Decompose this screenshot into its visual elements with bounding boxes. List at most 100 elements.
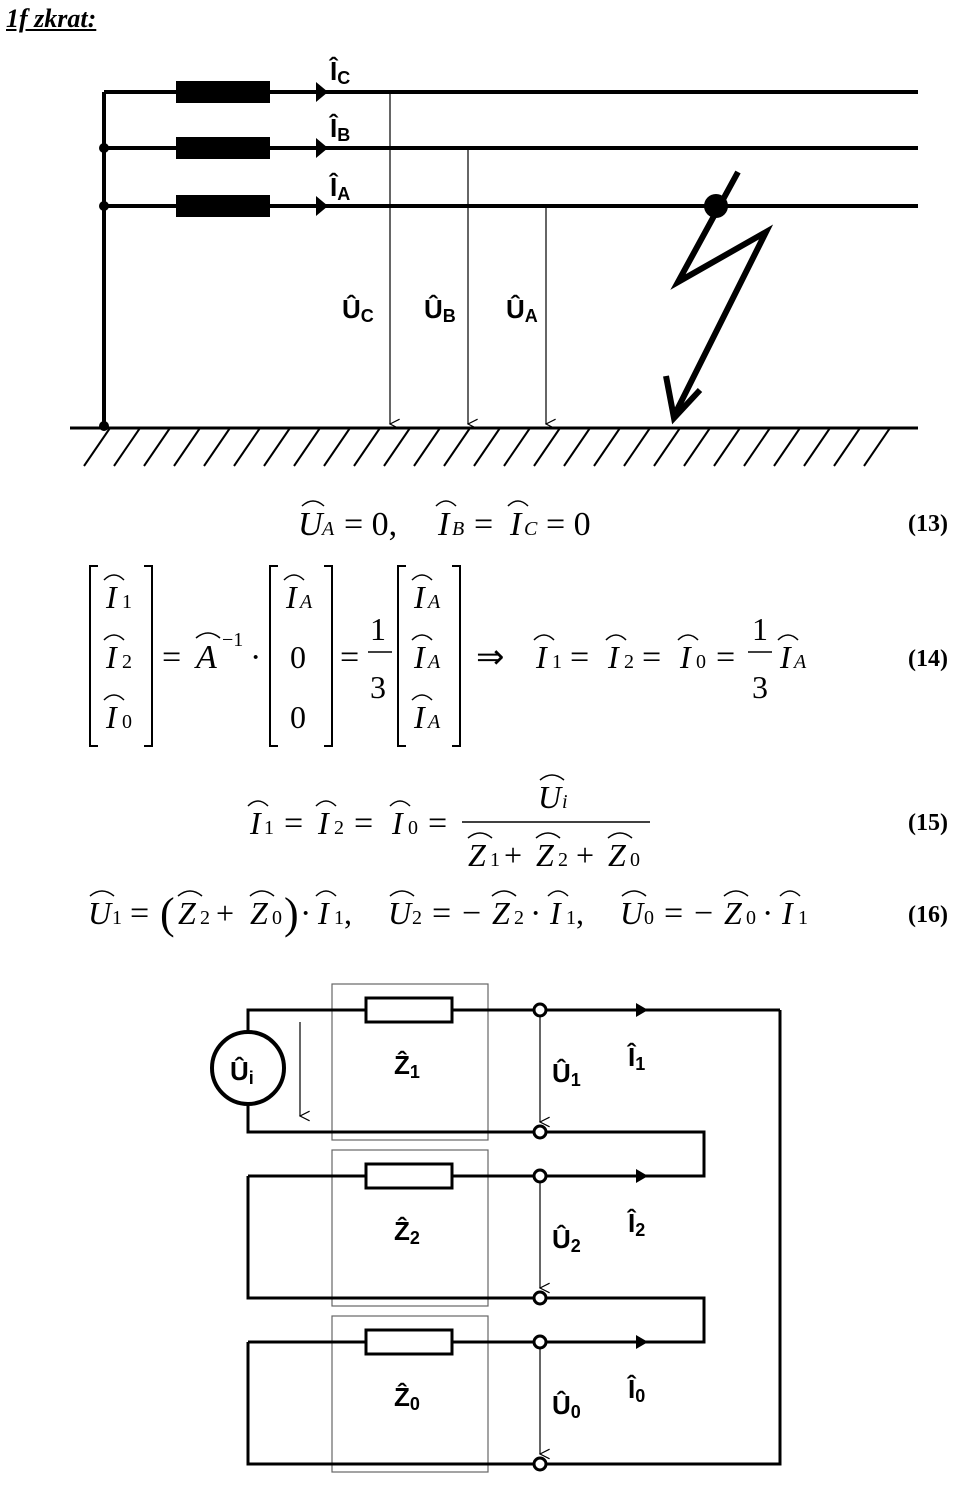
- svg-text:2: 2: [558, 849, 568, 871]
- ground-hatch-stroke: [383, 427, 411, 467]
- svg-text:U: U: [298, 506, 325, 543]
- terminal: [532, 1456, 548, 1472]
- equation-number-13: (13): [908, 511, 948, 537]
- ground-hatch-stroke: [113, 427, 141, 467]
- equation-15: I 1 = I 2 = I 0 = U i Z 1 + Z 2 + Z 0 (1…: [247, 774, 948, 873]
- svg-text:i: i: [562, 791, 568, 813]
- voltage-label-2: Û2: [552, 1224, 581, 1256]
- ground-hatch-stroke: [623, 427, 651, 467]
- voltage-label-b: ÛB: [424, 294, 456, 326]
- terminal: [532, 1124, 548, 1140]
- svg-text:I: I: [535, 639, 548, 675]
- ground-hatch-stroke: [293, 427, 321, 467]
- svg-text:A: A: [298, 591, 313, 613]
- svg-text:−: −: [694, 895, 713, 932]
- ground-hatch-stroke: [233, 427, 261, 467]
- svg-text:2: 2: [624, 651, 634, 673]
- svg-text:=: =: [432, 895, 451, 932]
- svg-text:,: ,: [344, 895, 352, 931]
- current-label-a: ÎA: [328, 172, 350, 204]
- svg-text:=: =: [284, 805, 303, 842]
- svg-text:A: A: [320, 518, 335, 540]
- svg-text:0: 0: [630, 849, 640, 871]
- page-title: 1f zkrat:: [6, 4, 97, 33]
- svg-text:0: 0: [272, 907, 282, 929]
- current-arrow-a: [316, 196, 328, 216]
- ground-hatch-stroke: [593, 427, 621, 467]
- equation-number-14: (14): [908, 646, 948, 672]
- ground-hatch-stroke: [563, 427, 591, 467]
- svg-text:A: A: [426, 711, 441, 733]
- svg-text:U: U: [538, 779, 563, 815]
- svg-text:I: I: [781, 895, 794, 931]
- svg-text:⇒: ⇒: [476, 639, 505, 676]
- voltage-label-0: Û0: [552, 1390, 581, 1422]
- current-label-c: ÎC: [328, 56, 350, 88]
- winding-b: [176, 137, 270, 159]
- ground-hatch-stroke: [653, 427, 681, 467]
- equation-number-16: (16): [908, 902, 948, 928]
- ground-hatch-stroke: [743, 427, 771, 467]
- svg-text:= 0: = 0: [546, 506, 591, 543]
- current-label-b: ÎB: [328, 113, 350, 145]
- svg-text:2: 2: [412, 907, 422, 929]
- svg-text:+: +: [504, 837, 522, 873]
- positive-sequence-block: [331, 983, 489, 1141]
- svg-text:3: 3: [370, 669, 386, 705]
- ground-hatch-stroke: [353, 427, 381, 467]
- three-phase-diagram: ÎC ÎB ÎA ÛC ÛB ÛA: [70, 56, 918, 467]
- ground-hatch-stroke: [203, 427, 231, 467]
- equation-16: U 1 = ( Z 2 + Z 0 ) · I 1 , U 2 = − Z 2 …: [88, 889, 948, 938]
- svg-text:(: (: [160, 889, 175, 938]
- svg-text:=: =: [716, 639, 735, 676]
- current-label-1: Î1: [626, 1042, 645, 1074]
- svg-text:I: I: [105, 699, 118, 735]
- zero-sequence-block: [331, 1315, 489, 1473]
- svg-text:·: ·: [250, 639, 261, 676]
- svg-text:2: 2: [334, 817, 344, 839]
- impedance-z2: [364, 1162, 454, 1190]
- svg-text:I: I: [779, 639, 792, 675]
- ground-hatch-stroke: [683, 427, 711, 467]
- svg-text:0: 0: [290, 699, 306, 735]
- negative-sequence-block: [331, 1149, 489, 1307]
- svg-text:3: 3: [752, 669, 768, 705]
- ground-hatch-stroke: [473, 427, 501, 467]
- svg-text:I: I: [285, 579, 298, 615]
- svg-text:U: U: [88, 895, 113, 931]
- source-label: Ûi: [230, 1056, 254, 1088]
- svg-text:−1: −1: [222, 629, 243, 651]
- svg-text:A: A: [426, 651, 441, 673]
- ground-hatch-stroke: [143, 427, 171, 467]
- ground-hatch-stroke: [503, 427, 531, 467]
- svg-text:·: ·: [300, 895, 311, 932]
- impedance-label-2: Ẑ2: [394, 1216, 420, 1248]
- svg-text:+: +: [216, 895, 234, 931]
- svg-text:1: 1: [370, 611, 386, 647]
- svg-text:=: =: [664, 895, 683, 932]
- impedance-z1: [364, 996, 454, 1024]
- sequence-network-diagram: Ûi Ẑ1 Û1 Î1: [210, 983, 782, 1473]
- svg-text:B: B: [452, 518, 464, 540]
- svg-text:1: 1: [112, 907, 122, 929]
- svg-text:): ): [284, 889, 299, 938]
- current-label-2: Î2: [626, 1208, 645, 1240]
- svg-text:1: 1: [334, 907, 344, 929]
- svg-text:1: 1: [490, 849, 500, 871]
- svg-text:1: 1: [798, 907, 808, 929]
- svg-text:Z: Z: [492, 895, 511, 931]
- impedance-label-0: Ẑ0: [394, 1382, 420, 1414]
- svg-text:I: I: [679, 639, 692, 675]
- svg-text:C: C: [524, 518, 538, 540]
- ground-hatch-stroke: [443, 427, 471, 467]
- svg-text:I: I: [413, 699, 426, 735]
- equation-14: I 1 I 2 I 0 = A −1 · I A 0 0 = 1 3 I A I…: [89, 565, 948, 747]
- svg-text:2: 2: [200, 907, 210, 929]
- svg-text:+: +: [576, 837, 594, 873]
- svg-text:0: 0: [696, 651, 706, 673]
- svg-text:I: I: [413, 579, 426, 615]
- svg-text:I: I: [437, 506, 451, 543]
- svg-text:2: 2: [122, 651, 132, 673]
- svg-text:Z: Z: [608, 837, 627, 873]
- svg-text:=: =: [340, 639, 359, 676]
